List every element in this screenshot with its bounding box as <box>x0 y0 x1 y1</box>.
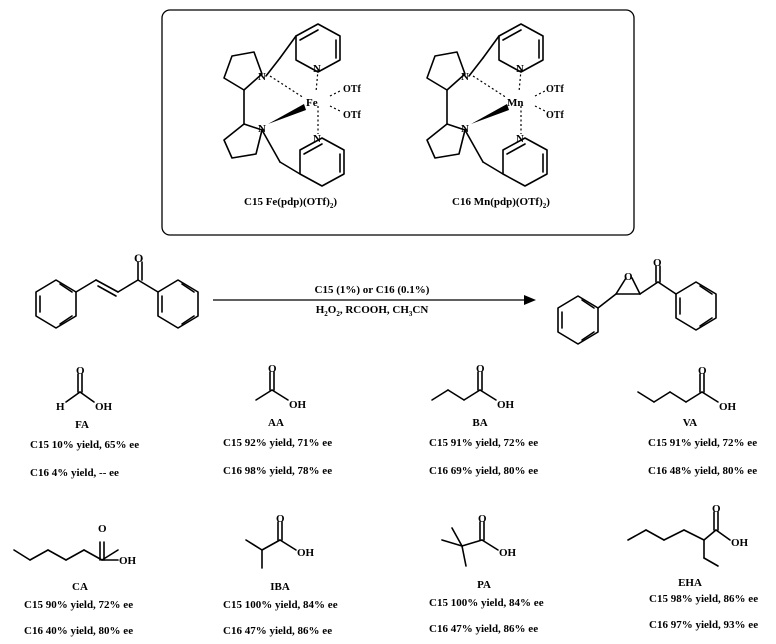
c16-n-pyr-top: N <box>516 63 524 75</box>
acid-ba-c15: C15 91% yield, 72% ee <box>429 437 538 449</box>
acid-ba-abbr: BA <box>472 417 487 429</box>
acid-eha-c16: C16 97% yield, 93% ee <box>649 619 758 631</box>
acid-iba-abbr: IBA <box>270 581 290 593</box>
ba-oh: OH <box>497 399 515 411</box>
c16-n-top: N <box>461 71 469 83</box>
acid-eha-abbr: EHA <box>678 577 702 589</box>
acid-ca-abbr: CA <box>72 581 88 593</box>
c15-label: C15 Fe(pdp)(OTf)2) <box>244 196 337 210</box>
catalyst-c16-structure <box>426 23 548 187</box>
c15-n-pyr-top: N <box>313 63 321 75</box>
c15-ligand-1: OTf <box>343 84 361 95</box>
acid-eha-structure <box>627 511 731 567</box>
reaction-catalyst-line: C15 (1%) or C16 (0.1%) <box>315 284 430 296</box>
c16-n-pyr-bottom: N <box>516 133 524 145</box>
reaction-conditions: H2O2, RCOOH, CH3CN <box>316 304 429 318</box>
fa-oh: OH <box>95 401 113 413</box>
acid-ca-c15: C15 90% yield, 72% ee <box>24 599 133 611</box>
ca-o: O <box>98 523 107 535</box>
acid-va-abbr: VA <box>683 417 698 429</box>
acid-aa-c15: C15 92% yield, 71% ee <box>223 437 332 449</box>
acid-fa-structure <box>65 373 95 403</box>
acid-pa-c16: C16 47% yield, 86% ee <box>429 623 538 635</box>
acid-pa-c15: C15 100% yield, 84% ee <box>429 597 544 609</box>
c16-ligand-2: OTf <box>546 110 564 121</box>
c15-n-bottom: N <box>258 123 266 135</box>
acid-fa-abbr: FA <box>75 419 89 431</box>
ba-o: O <box>476 363 485 375</box>
acid-pa-structure <box>441 521 499 567</box>
c15-n-pyr-bottom: N <box>313 133 321 145</box>
acid-iba-c16: C16 47% yield, 86% ee <box>223 625 332 637</box>
c16-n-bottom: N <box>461 123 469 135</box>
eha-oh: OH <box>731 537 749 549</box>
acid-ca-c16: C16 40% yield, 80% ee <box>24 625 133 637</box>
acid-aa-abbr: AA <box>268 417 284 429</box>
acid-ba-c16: C16 69% yield, 80% ee <box>429 465 538 477</box>
c15-ligand-2: OTf <box>343 110 361 121</box>
acid-ba-structure <box>431 371 497 401</box>
c16-ligand-1: OTf <box>546 84 564 95</box>
iba-oh: OH <box>297 547 315 559</box>
c16-metal: Mn <box>507 97 524 109</box>
catalyst-c15-structure <box>223 23 345 187</box>
chalcone-o: O <box>134 251 143 265</box>
ca-oh: OH <box>119 555 137 567</box>
acid-fa-c15: C15 10% yield, 65% ee <box>30 439 139 451</box>
aa-oh: OH <box>289 399 307 411</box>
acid-va-c15: C15 91% yield, 72% ee <box>648 437 757 449</box>
catalyst-box <box>161 9 635 236</box>
epoxide-carbonyl-o: O <box>653 257 662 269</box>
acid-va-structure <box>637 373 719 403</box>
acid-ca-structure <box>13 541 119 561</box>
c15-n-top: N <box>258 71 266 83</box>
acid-pa-abbr: PA <box>477 579 491 591</box>
va-oh: OH <box>719 401 737 413</box>
chalcone-structure <box>35 261 199 329</box>
c15-metal: Fe <box>306 97 318 109</box>
aa-o: O <box>268 363 277 375</box>
pa-o: O <box>478 513 487 525</box>
reaction-arrowhead <box>524 295 536 305</box>
acid-aa-c16: C16 98% yield, 78% ee <box>223 465 332 477</box>
acid-va-c16: C16 48% yield, 80% ee <box>648 465 757 477</box>
iba-o: O <box>276 513 285 525</box>
c16-label: C16 Mn(pdp)(OTf)2) <box>452 196 550 210</box>
acid-iba-c15: C15 100% yield, 84% ee <box>223 599 338 611</box>
acid-aa-structure <box>255 371 289 401</box>
epoxide-structure <box>557 265 717 345</box>
va-o: O <box>698 365 707 377</box>
fa-h: H <box>56 401 65 413</box>
epoxide-ring-o: O <box>624 271 633 283</box>
eha-o: O <box>712 503 721 515</box>
fa-o: O <box>76 365 85 377</box>
acid-iba-structure <box>245 521 297 569</box>
acid-eha-c15: C15 98% yield, 86% ee <box>649 593 758 605</box>
acid-fa-c16: C16 4% yield, -- ee <box>30 467 119 479</box>
pa-oh: OH <box>499 547 517 559</box>
